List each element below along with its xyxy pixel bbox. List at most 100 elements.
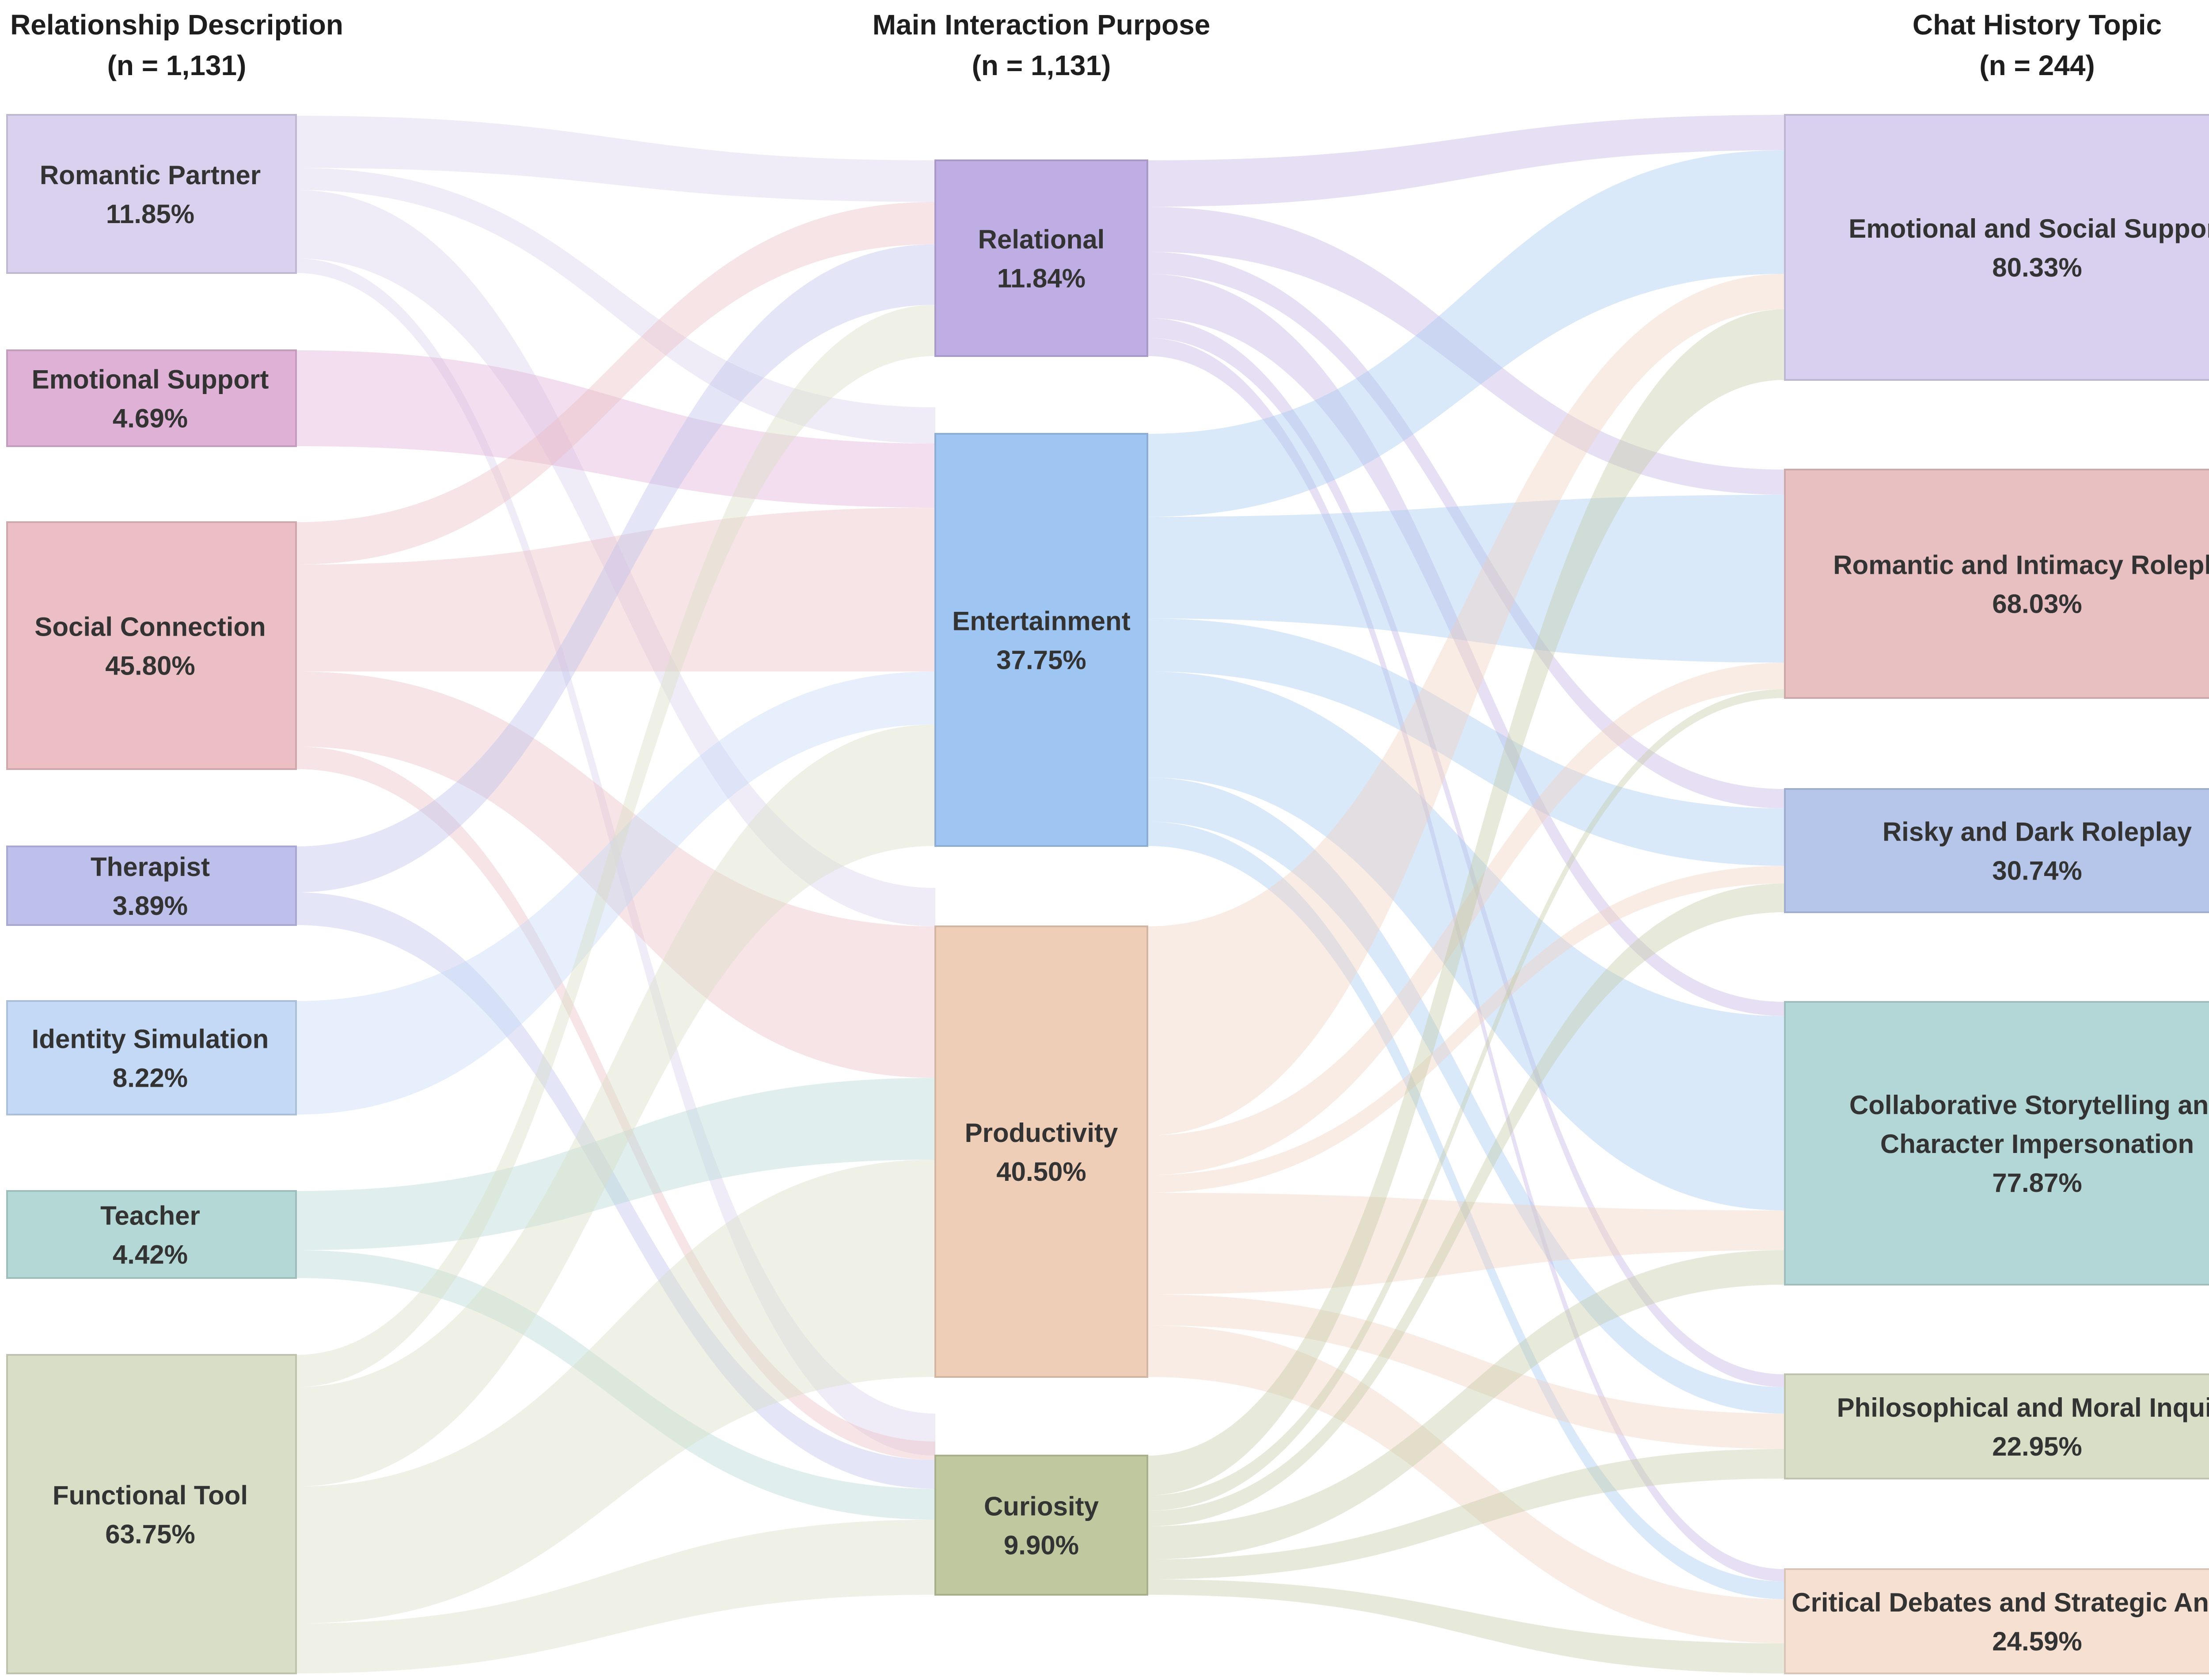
node-label-functional-tool-1: 63.75% <box>105 1520 195 1549</box>
node-box-risky-dark-roleplay <box>1784 788 2209 913</box>
node-label-identity-simulation-1: 8.22% <box>113 1063 188 1093</box>
flow-link-social-connection-to-curiosity <box>296 747 935 1460</box>
node-label-risky-dark-roleplay-1: 30.74% <box>1992 856 2082 886</box>
node-label-critical-debates-1: 24.59% <box>1992 1627 2082 1656</box>
flow-link-curiosity-to-emotional-social-support <box>1147 309 1785 1495</box>
flow-link-social-connection-to-relational <box>296 202 935 565</box>
node-label-functional-tool-0: Functional Tool <box>53 1481 248 1510</box>
node-label-teacher-0: Teacher <box>100 1201 200 1231</box>
node-box-romantic-intimacy-roleplay <box>1784 469 2209 699</box>
flow-link-teacher-to-productivity <box>296 1078 935 1250</box>
flow-link-entertainment-to-emotional-social-support <box>1147 150 1785 517</box>
flow-link-productivity-to-risky-dark-roleplay <box>1147 866 1785 1193</box>
flow-link-entertainment-to-critical-debates <box>1147 822 1785 1599</box>
node-label-relational-1: 11.84% <box>997 264 1086 293</box>
left-column-title: Relationship Description <box>10 9 343 41</box>
flow-link-entertainment-to-philosophical-moral <box>1147 777 1785 1414</box>
right-column-count: (n = 244) <box>1979 49 2095 81</box>
node-label-critical-debates-0: Critical Debates and Strategic Analysis <box>1791 1588 2209 1617</box>
flow-link-romantic-partner-to-relational <box>296 116 935 202</box>
flow-link-romantic-partner-to-entertainment <box>296 168 935 444</box>
flow-link-curiosity-to-risky-dark-roleplay <box>1147 884 1785 1526</box>
left-column-count: (n = 1,131) <box>107 49 247 81</box>
flow-link-curiosity-to-philosophical-moral <box>1147 1449 1785 1579</box>
flow-link-social-connection-to-productivity <box>296 671 935 1078</box>
node-label-identity-simulation-0: Identity Simulation <box>32 1024 269 1054</box>
node-box-philosophical-moral <box>1784 1373 2209 1479</box>
node-romantic-intimacy-roleplay: Romantic and Intimacy Roleplay 68.03% <box>1784 469 2209 699</box>
node-label-philosophical-moral-0: Philosophical and Moral Inquiry <box>1837 1393 2209 1422</box>
flow-link-relational-to-critical-debates <box>1147 338 1785 1581</box>
node-label-emotional-social-support-1: 80.33% <box>1992 253 2082 282</box>
node-box-emotional-social-support <box>1784 114 2209 381</box>
flow-link-therapist-to-curiosity <box>296 892 935 1489</box>
flow-link-relational-to-emotional-social-support <box>1147 115 1785 207</box>
node-box-functional-tool <box>6 1354 297 1674</box>
flow-link-relational-to-philosophical-moral <box>1147 318 1785 1387</box>
flow-link-teacher-to-curiosity <box>296 1250 935 1520</box>
node-label-teacher-1: 4.42% <box>113 1240 188 1270</box>
node-critical-debates: Critical Debates and Strategic Analysis 2… <box>1784 1568 2209 1674</box>
flow-link-romantic-partner-to-curiosity <box>296 258 935 1456</box>
node-label-collab-storytelling-0: Collaborative Storytelling and <box>1849 1090 2209 1120</box>
node-functional-tool: Functional Tool 63.75% <box>6 1354 297 1674</box>
flow-link-curiosity-to-romantic-intimacy-roleplay <box>1147 689 1785 1511</box>
flow-link-functional-tool-to-relational <box>296 305 935 1387</box>
middle-column-title: Main Interaction Purpose <box>873 9 1211 41</box>
node-box-critical-debates <box>1784 1568 2209 1674</box>
node-teacher: Teacher 4.42% <box>6 1190 297 1279</box>
node-label-romantic-intimacy-roleplay-0: Romantic and Intimacy Roleplay <box>1833 550 2209 580</box>
node-philosophical-moral: Philosophical and Moral Inquiry 22.95% <box>1784 1373 2209 1479</box>
flow-link-productivity-to-romantic-intimacy-roleplay <box>1147 663 1785 1175</box>
node-label-therapist-1: 3.89% <box>113 891 188 921</box>
node-label-relational-0: Relational <box>978 225 1105 254</box>
node-label-productivity-1: 40.50% <box>996 1157 1086 1187</box>
flow-link-relational-to-risky-dark-roleplay <box>1147 252 1785 808</box>
node-label-productivity-0: Productivity <box>965 1118 1118 1148</box>
node-label-romantic-partner-0: Romantic Partner <box>40 160 261 190</box>
node-box-teacher <box>6 1190 297 1279</box>
flow-link-productivity-to-philosophical-moral <box>1147 1294 1785 1449</box>
node-romantic-partner: Romantic Partner 11.85% <box>6 114 297 274</box>
node-label-romantic-partner-1: 11.85% <box>106 199 194 229</box>
node-label-philosophical-moral-1: 22.95% <box>1992 1432 2082 1461</box>
flow-link-functional-tool-to-curiosity <box>296 1520 935 1673</box>
node-box-therapist <box>6 846 297 926</box>
column-titles: Relationship Description (n = 1,131) Mai… <box>10 9 2162 81</box>
flow-link-productivity-to-emotional-social-support <box>1147 274 1785 1135</box>
node-label-emotional-support-1: 4.69% <box>113 404 188 433</box>
node-box-productivity <box>934 925 1148 1378</box>
node-label-collab-storytelling-1: Character Impersonation <box>1880 1129 2194 1159</box>
node-box-curiosity <box>934 1455 1148 1596</box>
node-label-curiosity-1: 9.90% <box>1004 1531 1079 1560</box>
node-box-entertainment <box>934 433 1148 847</box>
flow-links <box>296 115 1785 1673</box>
flow-nodes: Romantic Partner 11.85% Emotional Support4… <box>6 114 2209 1674</box>
node-identity-simulation: Identity Simulation 8.22% <box>6 1000 297 1115</box>
node-box-collab-storytelling <box>1784 1001 2209 1286</box>
node-box-romantic-partner <box>6 114 297 274</box>
node-label-emotional-social-support-0: Emotional and Social Support <box>1848 214 2209 243</box>
flow-link-productivity-to-collab-storytelling <box>1147 1193 1785 1294</box>
node-label-social-connection-0: Social Connection <box>34 612 266 642</box>
node-emotional-social-support: Emotional and Social Support 80.33% <box>1784 114 2209 381</box>
node-relational: Relational 11.84% <box>934 159 1148 357</box>
flow-link-identity-simulation-to-entertainment <box>296 671 935 1115</box>
flow-link-social-connection-to-entertainment <box>296 508 935 671</box>
node-box-relational <box>934 159 1148 357</box>
flow-link-curiosity-to-critical-debates <box>1147 1579 1785 1673</box>
node-productivity: Productivity 40.50% <box>934 925 1148 1378</box>
flow-link-relational-to-collab-storytelling <box>1147 274 1785 1016</box>
node-label-collab-storytelling-2: 77.87% <box>1992 1168 2082 1198</box>
flow-link-entertainment-to-romantic-intimacy-roleplay <box>1147 495 1785 663</box>
node-collab-storytelling: Collaborative Storytelling andCharacter … <box>1784 1001 2209 1286</box>
node-label-romantic-intimacy-roleplay-1: 68.03% <box>1992 589 2082 619</box>
flow-link-romantic-partner-to-productivity <box>296 190 935 926</box>
node-label-entertainment-1: 37.75% <box>996 645 1086 675</box>
